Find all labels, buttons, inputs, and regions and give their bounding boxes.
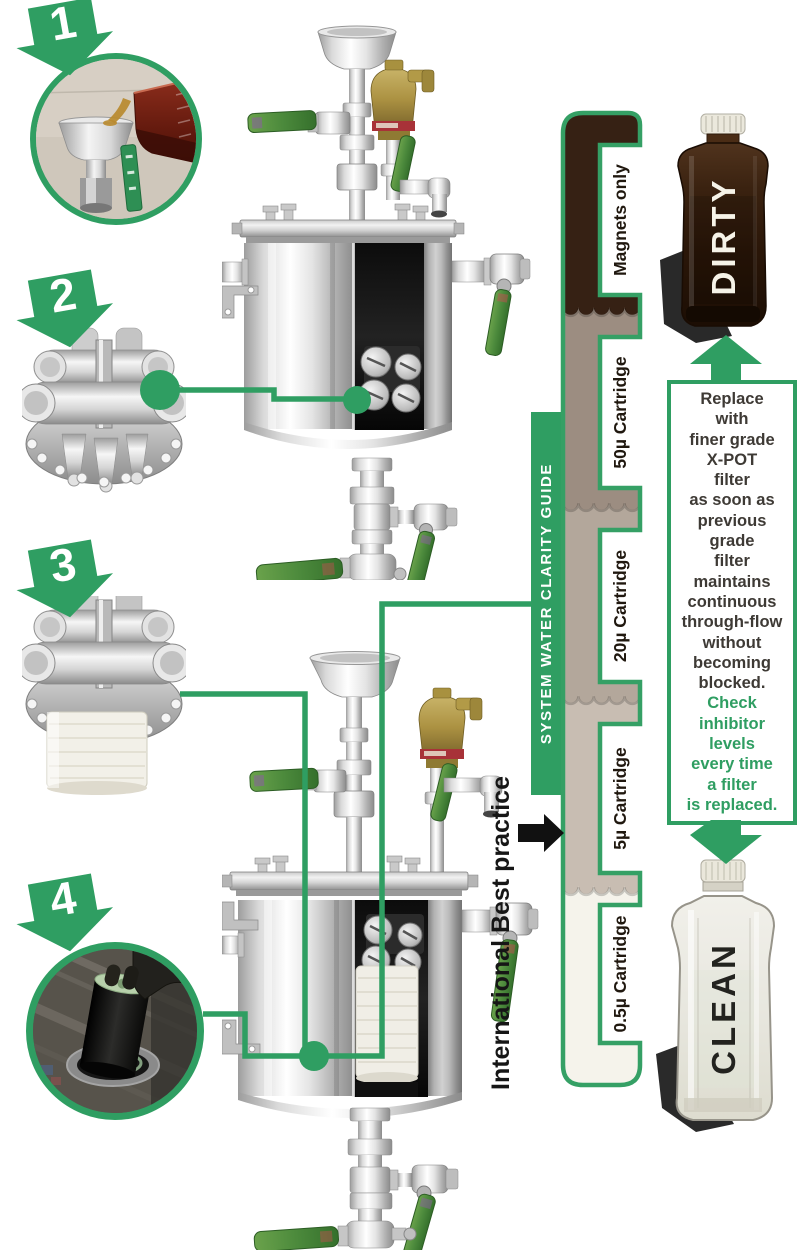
xpot-photo-top — [222, 25, 531, 580]
stage-label: 20µ Cartridge — [610, 550, 630, 662]
replace-box-line: blocked. — [698, 674, 766, 693]
filter-cartridge — [355, 965, 419, 1079]
replace-box-line: without — [702, 633, 762, 652]
clarity-stage — [563, 502, 640, 703]
clarity-guide-banner: SYSTEM WATER CLARITY GUIDE — [531, 412, 561, 795]
replace-box-line: previous — [697, 511, 767, 530]
step-badge-1: 1 — [8, 0, 118, 82]
step-photo-removal — [26, 942, 204, 1120]
clean-bottle: CLEAN — [656, 859, 776, 1132]
replace-box-line: a filter — [707, 775, 757, 794]
best-practice: International Best practice — [480, 764, 522, 1102]
step-arrow-icon — [16, 0, 114, 76]
clarity-stage — [561, 308, 642, 318]
replace-box-line: finer grade — [689, 430, 775, 449]
best-practice-label: International Best practice — [486, 776, 515, 1090]
air-vent — [370, 59, 435, 200]
step-badge-4: 4 — [8, 871, 118, 958]
stage-label: 50µ Cartridge — [610, 356, 630, 468]
clarity-stage — [561, 887, 642, 897]
dirty-label: DIRTY — [705, 177, 742, 296]
step-arrow-icon — [16, 269, 114, 348]
clarity-guide-title: SYSTEM WATER CLARITY GUIDE — [537, 462, 555, 745]
replace-box-line: with — [715, 410, 749, 429]
bottle-cap — [700, 113, 746, 135]
replace-box-line: inhibitor — [699, 714, 765, 733]
valve-lever — [485, 289, 512, 356]
valve-lever — [253, 1226, 340, 1250]
valve-lever — [255, 557, 344, 580]
valve-lever — [403, 1193, 436, 1250]
replace-box-line: Replace — [700, 390, 764, 408]
step-photo-pouring — [30, 53, 202, 225]
valve-lever — [249, 767, 319, 792]
replace-box-line: through-flow — [681, 613, 783, 632]
replace-box-line: continuous — [687, 592, 777, 611]
step-arrow-icon — [16, 873, 114, 952]
replace-box-line: Check — [707, 694, 757, 713]
clarity-stage — [560, 110, 643, 1088]
clarity-stage — [563, 307, 640, 510]
replace-box-line: becoming — [693, 653, 771, 672]
funnel — [317, 31, 397, 70]
clarity-stage — [561, 696, 642, 706]
replace-box-line: maintains — [693, 572, 771, 591]
vessel-lid — [229, 871, 469, 891]
clean-label: CLEAN — [705, 941, 742, 1075]
filter-cartridge — [46, 711, 148, 795]
clarity-stage — [561, 503, 642, 513]
stage-label: 0.5µ Cartridge — [610, 915, 630, 1032]
clarity-guide-bar: Magnets only 50µ Cartridge 20µ Cartridge 5µ… — [558, 108, 648, 1098]
vessel-lid — [239, 219, 457, 238]
replace-box-line: is replaced. — [686, 795, 778, 814]
vessel-body — [238, 900, 462, 1118]
step-badge-2: 2 — [8, 267, 118, 354]
clarity-stage — [563, 695, 640, 894]
replace-box-line: every time — [691, 755, 773, 774]
replace-box-line: levels — [709, 735, 755, 754]
step-photo-magnets-cartridge — [16, 587, 192, 801]
step-badge-3: 3 — [8, 537, 118, 624]
replace-box-line: filter — [714, 552, 750, 571]
best-practice-arrow-icon — [518, 814, 564, 852]
arrow-down-icon — [690, 820, 762, 864]
replace-box-line: filter — [714, 471, 750, 490]
pour-stream — [108, 98, 131, 123]
arrow-up-icon — [690, 335, 762, 381]
clarity-stage — [563, 113, 640, 315]
valve-tag — [120, 144, 143, 212]
replace-box-line: X-POT — [706, 450, 758, 469]
valve-lever — [406, 530, 435, 580]
replace-box-line: as soon as — [689, 491, 775, 510]
bottle-body — [677, 142, 769, 327]
stage-label: 5µ Cartridge — [610, 747, 630, 850]
replace-box-line: grade — [709, 532, 755, 551]
vessel-body — [244, 243, 452, 449]
valve-lever — [247, 110, 317, 134]
dirty-bottle: DIRTY — [660, 113, 769, 343]
stage-label: Magnets only — [610, 164, 630, 276]
step-arrow-icon — [16, 539, 114, 618]
